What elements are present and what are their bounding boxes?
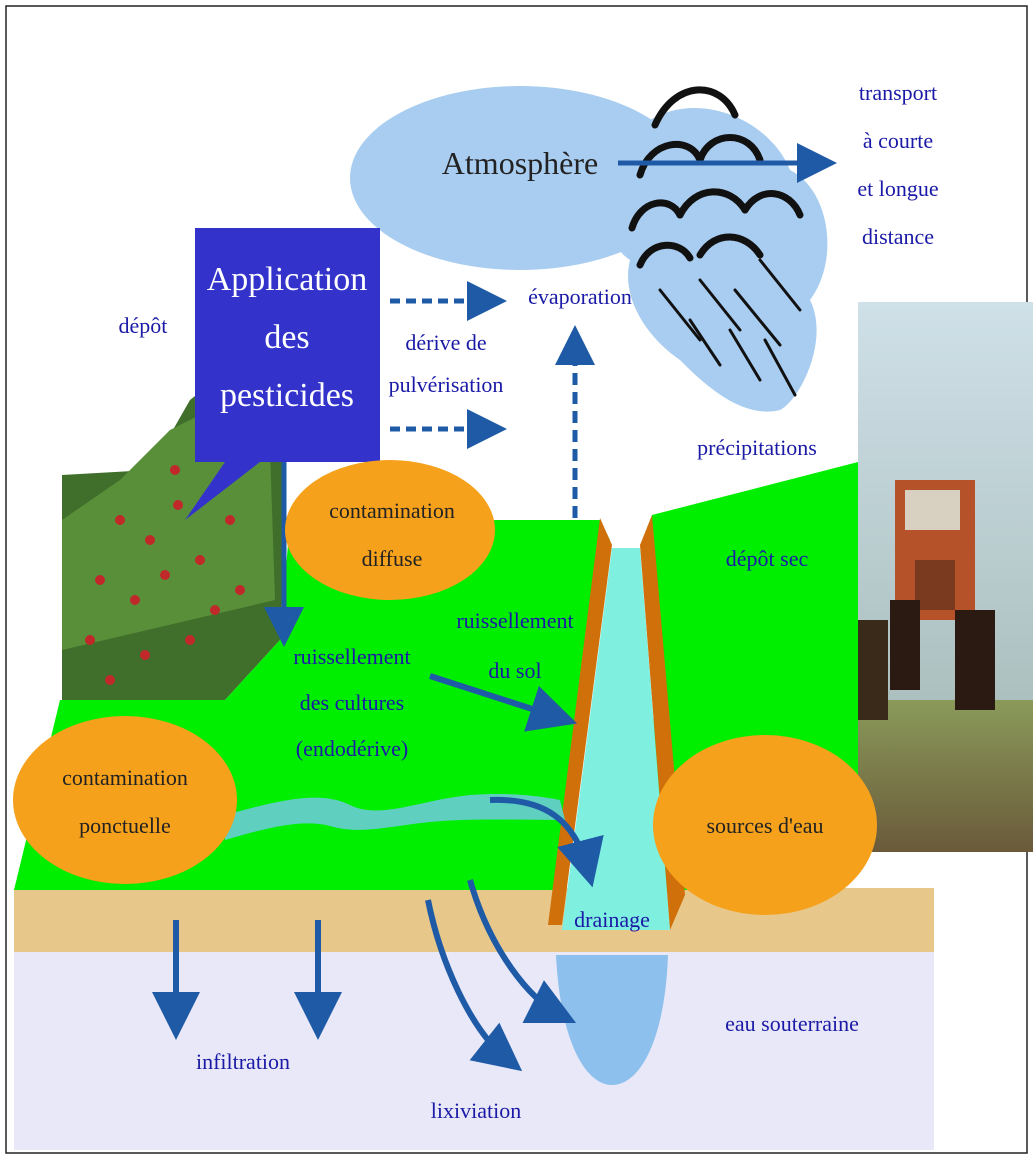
drift-label-2: pulvérisation [389, 372, 504, 397]
precipitations-label: précipitations [697, 435, 817, 460]
point-contamination-ellipse [13, 716, 237, 884]
drainage-channel [562, 548, 670, 930]
tractor-photo [858, 302, 1033, 852]
dry-deposit-label: dépôt sec [726, 546, 809, 571]
application-label-3: pesticides [220, 377, 354, 414]
drainage-label: drainage [574, 907, 650, 932]
crop-runoff-label-2: des cultures [300, 690, 404, 715]
application-label-2: des [264, 319, 309, 356]
point-contamination-stream [225, 793, 565, 840]
groundwater-label: eau souterraine [725, 1011, 859, 1036]
depot-label: dépôt [119, 313, 168, 338]
point-contamination-label-2: ponctuelle [79, 813, 171, 838]
drainage-arrow [489, 796, 604, 888]
groundwater-pocket [556, 955, 668, 1085]
drift-label-1: dérive de [405, 330, 486, 355]
rain-cloud [611, 86, 828, 412]
evaporation-label: évaporation [528, 284, 632, 309]
atmosphere-ellipse [350, 86, 690, 270]
point-contamination-label-1: contamination [62, 765, 188, 790]
infiltration-label: infiltration [196, 1049, 290, 1074]
transport-label-2: à courte [863, 128, 933, 153]
water-sources-label: sources d'eau [707, 813, 824, 838]
soil-runoff-label-1: ruissellement [456, 608, 573, 633]
transport-label-3: et longue [857, 176, 938, 201]
application-label-1: Application [207, 261, 368, 298]
diffuse-contamination-label-1: contamination [329, 498, 455, 523]
soil-runoff-arrow [429, 673, 578, 732]
leaching-arrow-2 [467, 879, 577, 1024]
atmosphere-label: Atmosphère [442, 145, 598, 181]
leaching-arrow-1 [425, 899, 523, 1072]
transport-label-1: transport [859, 80, 937, 105]
crop-runoff-label-1: ruissellement [293, 644, 410, 669]
application-box [185, 228, 380, 520]
crop-runoff-label-3: (endodérive) [296, 736, 408, 761]
diffuse-contamination-ellipse [285, 460, 495, 600]
soil-runoff-label-2: du sol [488, 658, 541, 683]
leaching-label: lixiviation [431, 1098, 521, 1123]
transport-label-4: distance [862, 224, 934, 249]
water-sources-ellipse [653, 735, 877, 915]
diffuse-contamination-label-2: diffuse [362, 546, 423, 571]
